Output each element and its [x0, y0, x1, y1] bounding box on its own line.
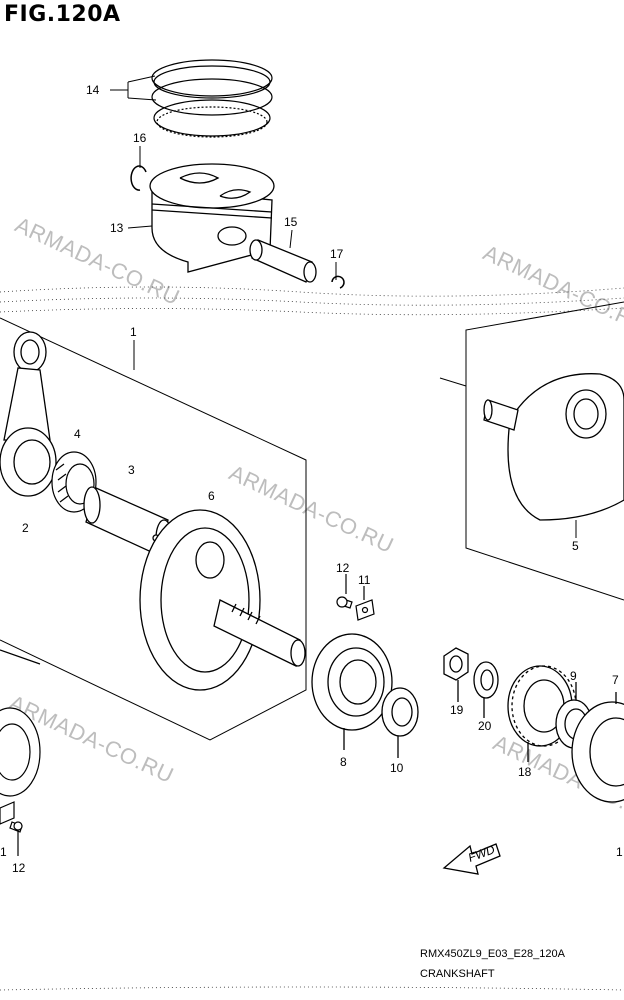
part-label-3: 3: [128, 463, 135, 477]
part-label-20: 20: [478, 719, 492, 733]
bottom-break-line: [0, 986, 624, 991]
part-label-8: 8: [340, 755, 347, 769]
circlip-17-drawing: [331, 275, 345, 289]
part-label-1-right: 1: [616, 845, 623, 859]
left-partial-drawing: [0, 649, 41, 856]
leader-lines: [110, 75, 337, 280]
crankshaft-left-drawing: [483, 373, 624, 521]
part-label-17: 17: [330, 247, 344, 261]
nut-drawing: [443, 647, 469, 702]
part-label-13: 13: [110, 221, 124, 235]
piston-ring-set-drawing: [151, 59, 273, 138]
main-bearing-drawing: [311, 633, 393, 750]
part-label-4: 4: [74, 427, 81, 441]
part-label-18: 18: [518, 765, 532, 779]
part-label-5: 5: [572, 539, 579, 553]
bearing-7-drawing: [571, 692, 624, 803]
crankshaft-assembly-box: [0, 317, 307, 741]
screw-retainer-drawing: [336, 574, 375, 621]
crankshaft-left-box: [439, 301, 624, 601]
part-label-6: 6: [208, 489, 215, 503]
connecting-rod-drawing: [0, 331, 57, 497]
fwd-arrow-icon: [442, 843, 501, 875]
part-label-16: 16: [133, 131, 147, 145]
part-label-11: 11: [358, 573, 371, 587]
model-code: RMX450ZL9_E03_E28_120A: [420, 948, 565, 960]
part-label-9: 9: [570, 669, 577, 683]
oil-seal-drawing: [381, 687, 419, 758]
part-label-2: 2: [22, 521, 29, 535]
crankshaft-right-drawing: [139, 509, 306, 691]
part-label-1: 1: [130, 325, 137, 339]
washer-drawing: [473, 661, 499, 718]
cylinder-break-line: [0, 286, 624, 316]
part-label-12: 12: [336, 561, 350, 575]
diagram-name: CRANKSHAFT: [420, 968, 495, 980]
part-label-7: 7: [612, 673, 619, 687]
part-label-15: 15: [284, 215, 298, 229]
part-label-14: 14: [86, 83, 100, 97]
piston-pin-drawing: [249, 239, 317, 283]
figure-title: FIG.120A: [4, 2, 121, 27]
part-label-19: 19: [450, 703, 464, 717]
piston-drawing: [149, 163, 275, 273]
part-label-12-left: 12: [12, 861, 26, 875]
circlip-16-drawing: [130, 165, 147, 191]
part-label-1-left: 1: [0, 845, 7, 859]
part-label-10: 10: [390, 761, 404, 775]
